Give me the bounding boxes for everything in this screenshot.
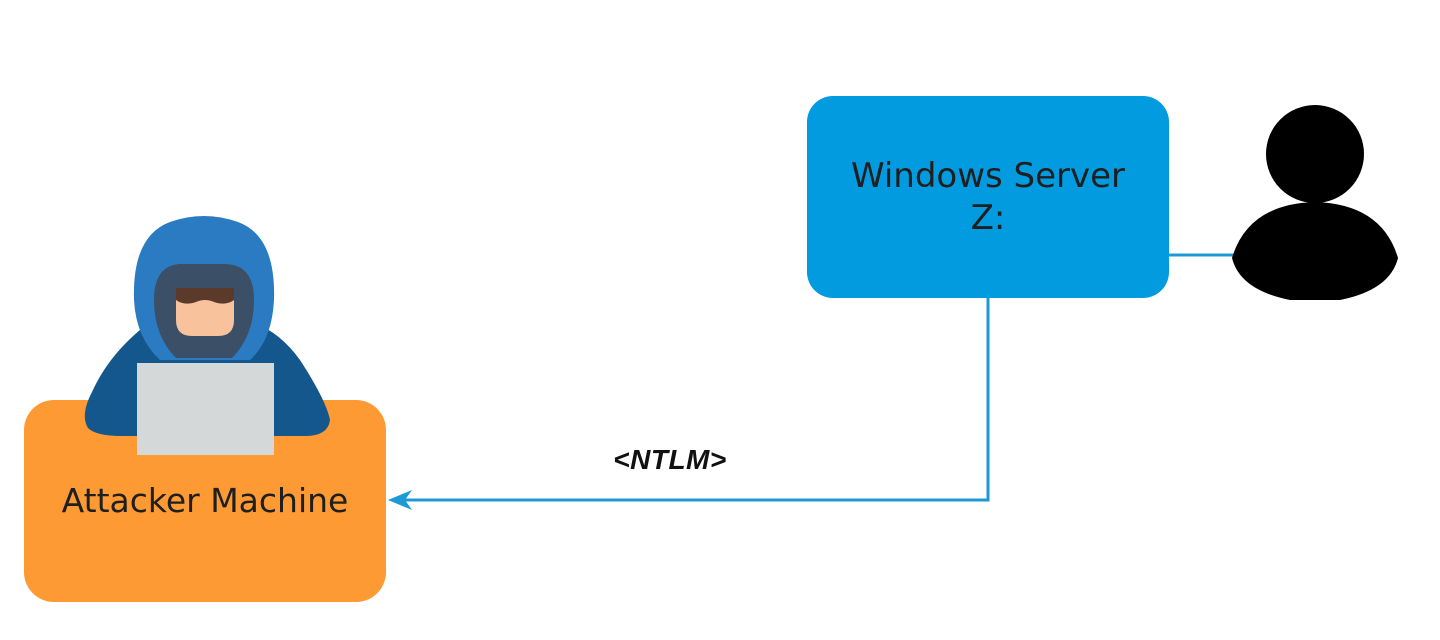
laptop-icon [137,363,274,455]
hacker-eyes [176,288,234,304]
attacker-machine-label: Attacker Machine [61,481,349,520]
ntlm-edge-label: <NTLM> [613,444,727,475]
server-name-label: Windows Server [850,156,1126,196]
windows-server-node[interactable]: Windows Server Z: [807,96,1169,298]
user-icon-body [1232,202,1398,300]
user-icon-head [1266,105,1364,203]
connector-server-to-attacker [400,297,990,502]
connector-arrowhead [388,490,412,510]
server-drive-label: Z: [970,198,1006,238]
